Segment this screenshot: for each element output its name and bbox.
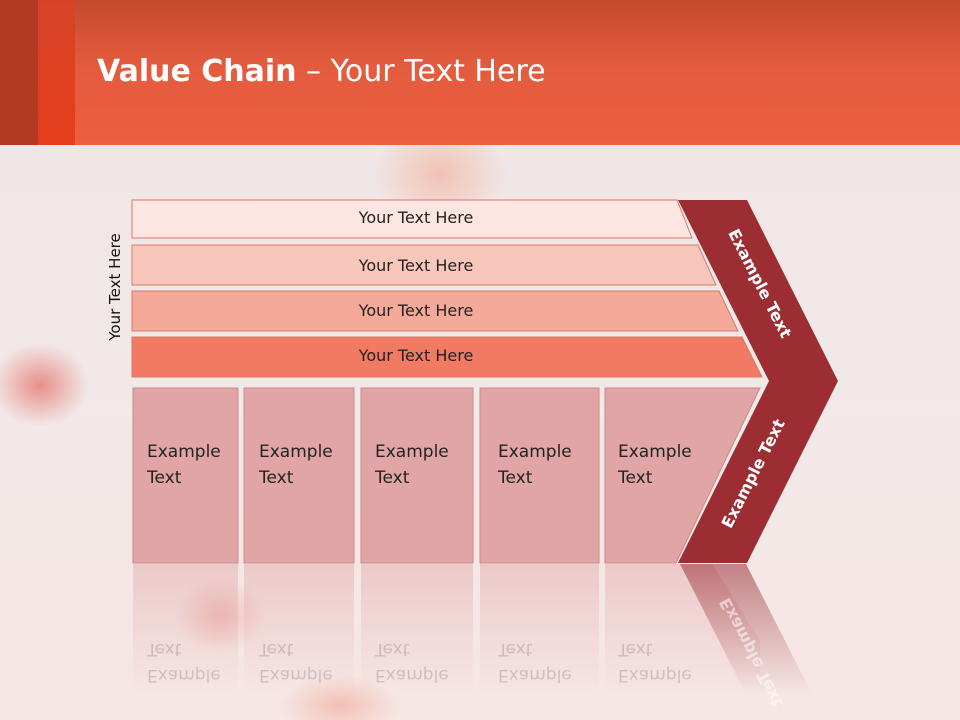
bar-3[interactable] (131, 290, 739, 332)
reflection-line2: Text (147, 639, 182, 659)
column-2-line2: Text (259, 468, 294, 488)
header-accent-band (0, 0, 38, 145)
column-3[interactable] (360, 387, 474, 564)
side-label: Your Text Here (106, 233, 124, 341)
column-3-line1: Example (375, 442, 449, 462)
column-3-line2: Text (375, 468, 410, 488)
bar-1-label: Your Text Here (358, 208, 474, 227)
column-4-line2: Text (498, 468, 533, 488)
column-5-reflection: Example Text (618, 636, 692, 688)
reflection-line1: Example (498, 665, 572, 685)
bar-2[interactable] (131, 244, 717, 286)
column-5-line2: Text (618, 468, 653, 488)
bar-3-label: Your Text Here (358, 301, 474, 320)
column-3-reflection: Example Text (375, 636, 449, 688)
column-5-line1: Example (618, 442, 692, 462)
slide-title[interactable]: Value Chain – Your Text Here (97, 54, 546, 89)
bar-2-label: Your Text Here (358, 256, 474, 275)
column-1-line1: Example (147, 442, 221, 462)
reflection-line1: Example (259, 665, 333, 685)
reflection-line2: Text (618, 639, 653, 659)
column-5[interactable] (604, 387, 761, 564)
column-1[interactable] (132, 387, 239, 564)
bar-4-label: Your Text Here (358, 346, 474, 365)
column-4-reflection: Example Text (498, 636, 572, 688)
reflection-line1: Example (375, 665, 449, 685)
column-4-line1: Example (498, 442, 572, 462)
column-2-line1: Example (259, 442, 333, 462)
column-1-line2: Text (147, 468, 182, 488)
bar-4[interactable] (131, 336, 763, 378)
reflection (133, 564, 812, 694)
reflection-line1: Example (147, 665, 221, 685)
reflection-line2: Text (375, 639, 410, 659)
chevron-arrow[interactable] (678, 200, 838, 563)
column-2[interactable] (243, 387, 355, 564)
reflection-line1: Example (618, 665, 692, 685)
column-2-reflection: Example Text (259, 636, 333, 688)
header-accent-band-2 (38, 0, 75, 145)
bar-1[interactable] (131, 199, 693, 239)
title-rest: – Your Text Here (296, 54, 546, 89)
title-bar: Value Chain – Your Text Here (0, 0, 960, 145)
title-bold: Value Chain (97, 54, 297, 89)
reflection-line2: Text (259, 639, 294, 659)
reflection-line2: Text (498, 639, 533, 659)
column-1-reflection: Example Text (147, 636, 221, 688)
column-4[interactable] (479, 387, 600, 564)
